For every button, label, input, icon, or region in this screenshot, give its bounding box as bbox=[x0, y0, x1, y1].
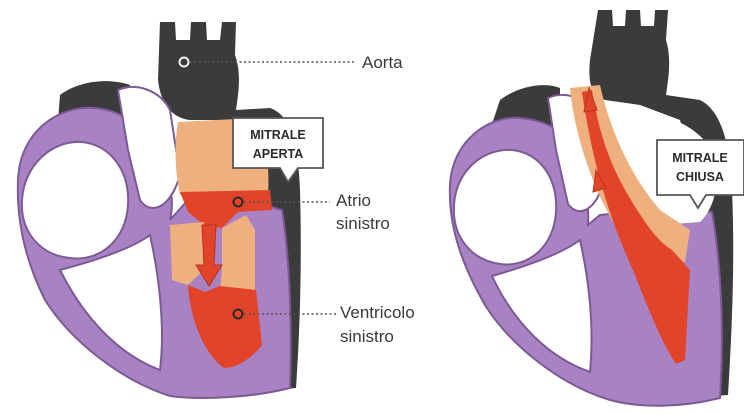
label-aorta: Aorta bbox=[362, 53, 403, 72]
label-atrio-1: Atrio bbox=[336, 191, 371, 210]
label-ventricolo-1: Ventricolo bbox=[340, 303, 415, 322]
callout-open-line2: APERTA bbox=[253, 147, 303, 161]
heart-open-valve: MITRALE APERTA Aorta Atrio sinistro Vent… bbox=[18, 22, 415, 398]
label-atrio-2: sinistro bbox=[336, 214, 390, 233]
left-ventricle-light-2 bbox=[220, 215, 255, 290]
heart-closed-valve: MITRALE CHIUSA bbox=[450, 10, 744, 406]
right-atrium-2 bbox=[454, 150, 556, 265]
callout-closed-line1: MITRALE bbox=[672, 151, 728, 165]
label-ventricolo-2: sinistro bbox=[340, 327, 394, 346]
callout-closed-line2: CHIUSA bbox=[676, 170, 724, 184]
callout-open-line1: MITRALE bbox=[250, 128, 306, 142]
